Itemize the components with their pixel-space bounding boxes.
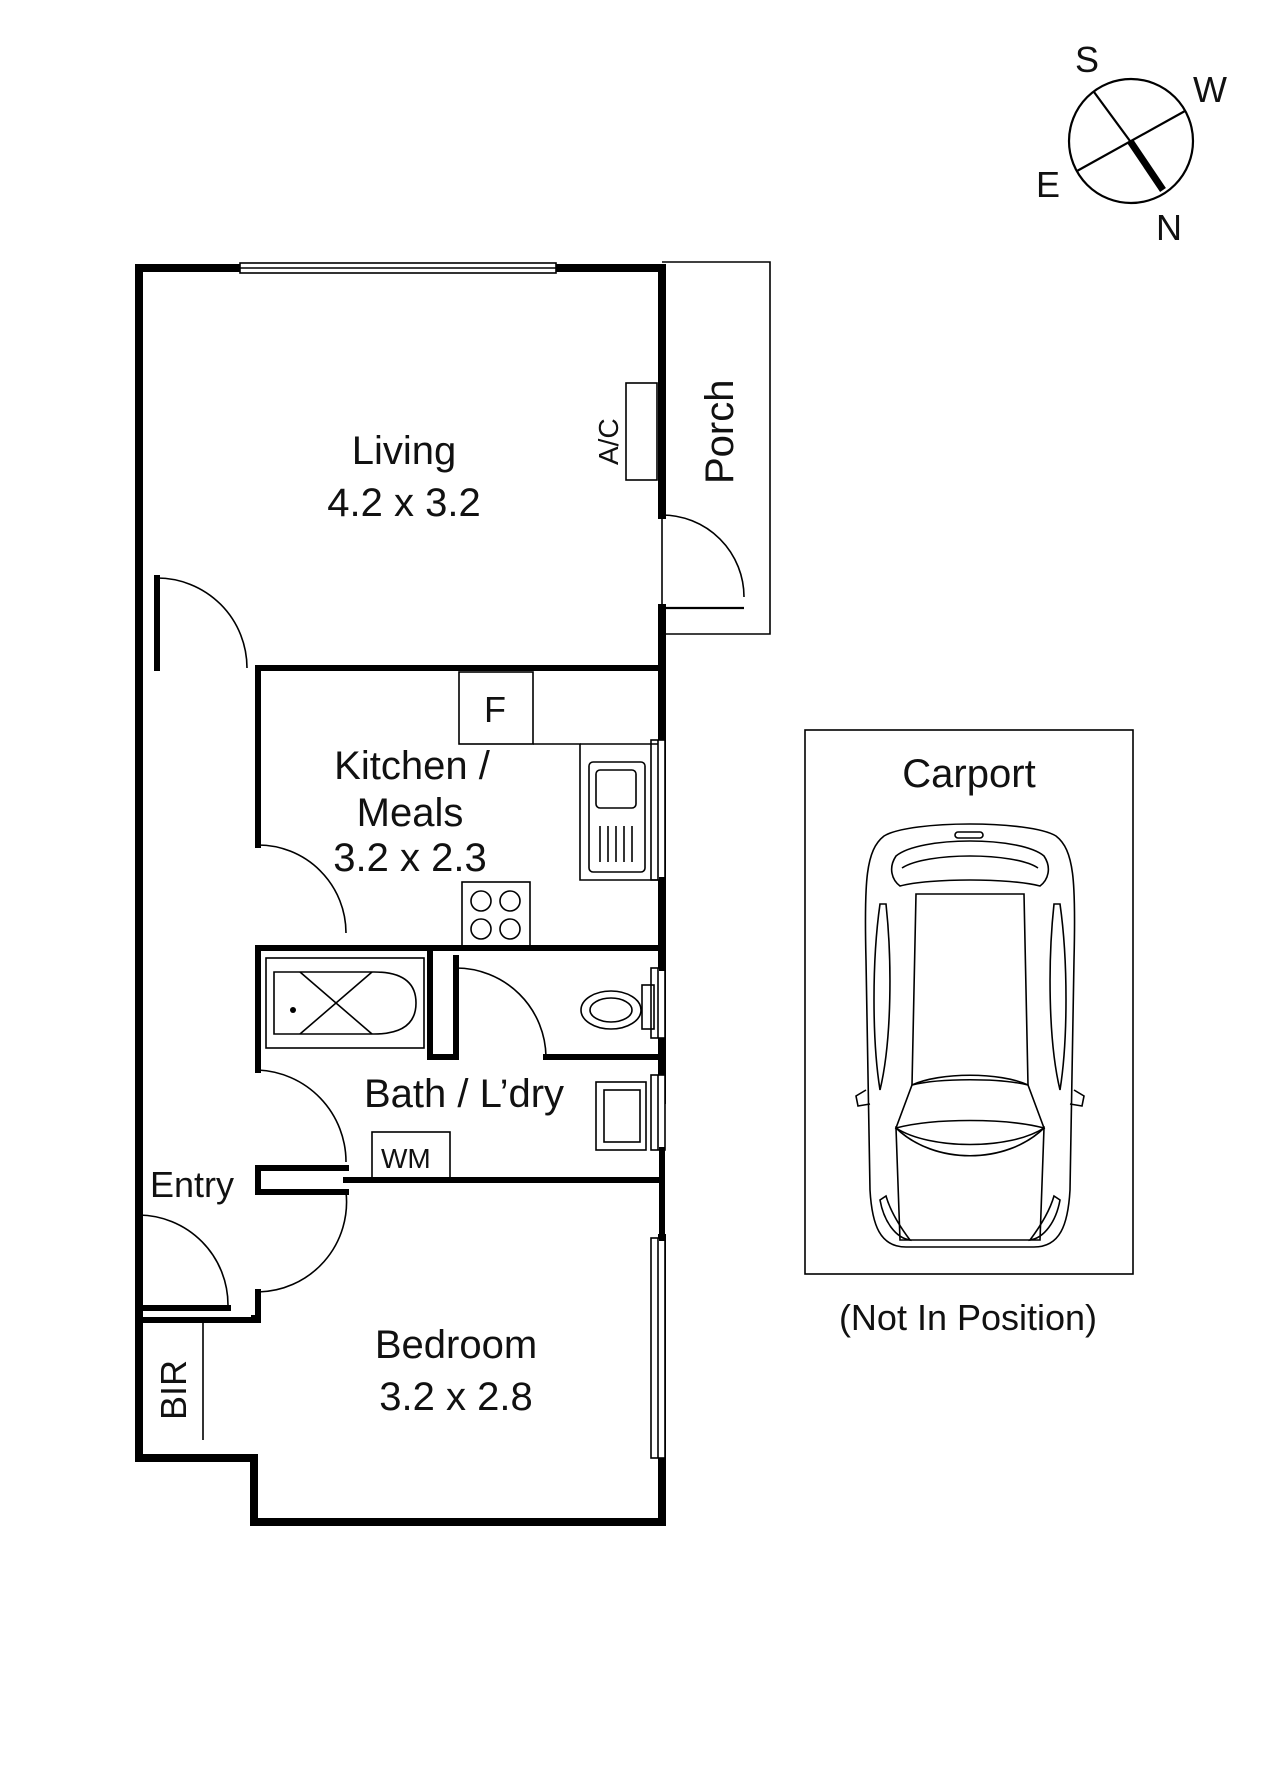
living-label: Living [352,429,457,473]
cooktop-icon [461,881,531,947]
sink-icon [588,761,646,873]
windows [650,739,666,1459]
compass-south-label: S [1075,39,1099,80]
porch-label: Porch [698,380,742,485]
bathtub-icon [265,957,425,1049]
bir-label: BIR [153,1360,194,1420]
kitchen-size: 3.2 x 2.3 [333,836,486,880]
room-labels: Living 4.2 x 3.2 Kitchen / Meals 3.2 x 2… [150,429,564,1420]
living-size: 4.2 x 3.2 [327,481,480,525]
kitchen-label-line2: Meals [357,791,464,835]
bedroom-label: Bedroom [375,1323,537,1367]
bath-laundry-label: Bath / L’dry [364,1072,564,1116]
ac-label: A/C [593,418,624,465]
doors [138,514,745,1306]
carport: Carport (Not In Position) [804,729,1134,1338]
laundry-tub-icon [595,1081,647,1151]
fridge-label: F [484,689,506,730]
porch: Porch [662,261,771,635]
carport-label: Carport [902,752,1035,796]
compass-east-label: E [1036,164,1060,205]
bedroom-size: 3.2 x 2.8 [379,1375,532,1419]
car-icon [855,823,1085,1248]
carport-note: (Not In Position) [839,1297,1097,1338]
compass: S W E N [1036,39,1227,248]
washing-machine-label: WM [381,1143,431,1174]
fixtures: A/C F WM [265,382,658,1183]
kitchen-label-line1: Kitchen / [334,744,491,788]
interior-walls [136,665,665,1440]
compass-west-label: W [1193,69,1227,110]
compass-north-label: N [1156,207,1182,248]
toilet-icon [641,984,655,1030]
entry-label: Entry [150,1164,234,1205]
